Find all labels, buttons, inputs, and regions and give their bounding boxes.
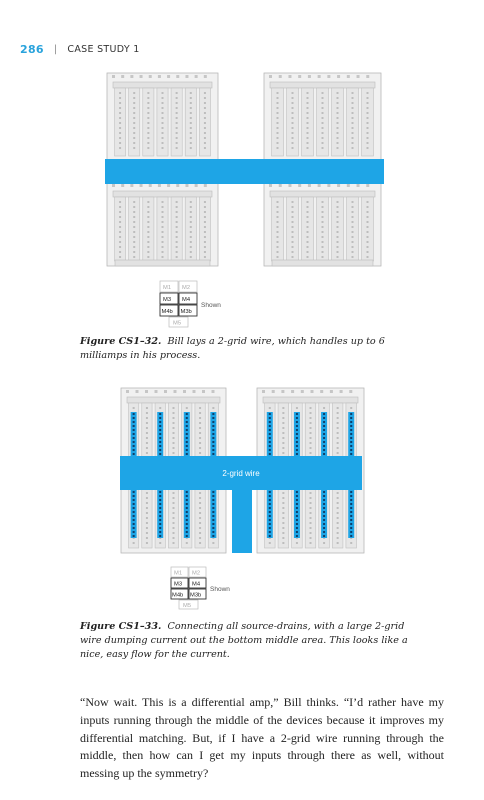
legend-m4b: M4b <box>162 309 173 315</box>
source-drain-strip <box>183 490 190 538</box>
running-title: CASE STUDY 1 <box>67 43 140 55</box>
source-drain-strip <box>266 490 273 538</box>
legend-m3: M3 <box>174 582 182 588</box>
gate-strap <box>271 259 374 267</box>
legend-shown: Shown <box>210 586 230 593</box>
source-drain-strip <box>321 412 328 456</box>
legend-m4: M4 <box>192 582 201 588</box>
legend-m5: M5 <box>173 321 181 327</box>
figure-cs1-32: M1 M2 M3 M4 M4b M3b M5 Shown <box>0 66 484 338</box>
figure-cs1-33: 2-grid wire M1 M2 M3 M4 M4b M3b M5 Shown <box>0 384 484 616</box>
device-block-bottom-left <box>106 181 219 267</box>
two-grid-wire <box>105 159 384 184</box>
caption-text-1: Bill lays a 2-grid wire, which handles u… <box>80 336 385 361</box>
source-drain-strip <box>157 412 164 456</box>
device-legend: M1 M2 M3 M4 M4b M3b M5 Shown <box>159 280 221 328</box>
figure-caption-1: Figure CS1–32. Bill lays a 2-grid wire, … <box>80 335 410 363</box>
legend-m1: M1 <box>174 571 182 577</box>
caption-label-2: Figure CS1–33. <box>80 621 162 632</box>
legend-shown: Shown <box>201 302 221 309</box>
caption-text-2: Connecting all source-drains, with a lar… <box>80 621 408 660</box>
legend-m3b: M3b <box>181 309 192 315</box>
page-header: 286 | CASE STUDY 1 <box>20 40 140 58</box>
caption-label-1: Figure CS1–32. <box>80 336 162 347</box>
legend-m1: M1 <box>163 285 171 291</box>
source-drain-strip <box>210 412 217 456</box>
device-legend: M1 M2 M3 M4 M4b M3b M5 Shown <box>170 566 230 610</box>
device-block-bottom-right <box>263 181 382 267</box>
layout-diagram-1: M1 M2 M3 M4 M4b M3b M5 Shown <box>105 72 384 328</box>
source-drain-strip <box>266 412 273 456</box>
source-drain-strip <box>348 490 355 538</box>
header-separator: | <box>53 43 58 55</box>
source-drain-strip <box>210 490 217 538</box>
source-drain-strip <box>157 490 164 538</box>
source-drain-strip <box>293 412 300 456</box>
source-drain-strip <box>183 412 190 456</box>
layout-diagram-2: 2-grid wire M1 M2 M3 M4 M4b M3b M5 Shown <box>120 387 365 610</box>
source-drain-strip <box>321 490 328 538</box>
legend-m4b: M4b <box>172 593 183 599</box>
two-grid-wire <box>120 456 362 553</box>
legend-m2: M2 <box>192 571 200 577</box>
legend-m3: M3 <box>163 297 171 303</box>
device-block-top-left <box>106 72 219 162</box>
device-block-top-right <box>263 72 382 162</box>
legend-m2: M2 <box>182 285 190 291</box>
source-drain-strip <box>293 490 300 538</box>
source-drain-strip <box>348 412 355 456</box>
legend-m4: M4 <box>182 297 191 303</box>
wire-label: 2-grid wire <box>222 469 260 478</box>
source-drain-strip <box>130 490 137 538</box>
legend-m5: M5 <box>183 603 191 609</box>
legend-m3b: M3b <box>190 593 201 599</box>
source-drain-strip <box>130 412 137 456</box>
body-paragraph: “Now wait. This is a differential amp,” … <box>80 695 444 781</box>
figure-caption-2: Figure CS1–33. Connecting all source-dra… <box>80 620 410 662</box>
page-number: 286 <box>20 42 44 56</box>
gate-strap <box>114 259 211 267</box>
